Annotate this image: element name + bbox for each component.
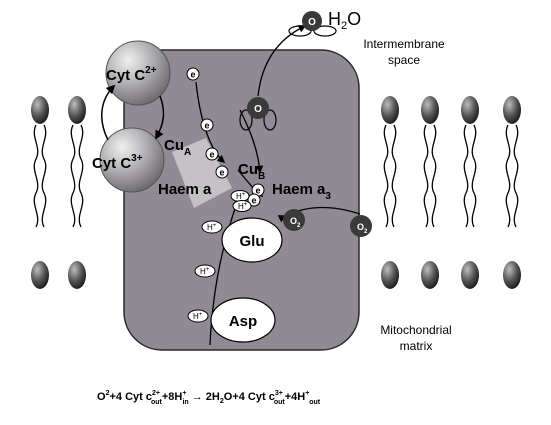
o2-molecule-inner: O2: [283, 209, 305, 231]
svg-text:e: e: [204, 121, 209, 131]
glu-residue: [221, 217, 283, 263]
proton-3: H+: [201, 220, 223, 234]
svg-text:H+: H+: [207, 223, 217, 232]
water-label: H2O: [328, 9, 361, 32]
svg-text:e: e: [209, 150, 214, 160]
svg-text:O2: O2: [357, 222, 368, 235]
cyt-c-reduced-label: Cyt C2+: [106, 65, 157, 84]
intermembrane-space-label-line2: space: [388, 53, 420, 67]
svg-text:e: e: [219, 168, 224, 178]
svg-text:e: e: [255, 186, 260, 196]
proton-4: H+: [194, 264, 216, 278]
asp-label: Asp: [229, 313, 257, 330]
haem-a3-label: Haem a3: [272, 181, 331, 202]
o2-molecule-outer: O2: [350, 215, 372, 237]
intermembrane-space-label-line1: Intermembrane: [363, 37, 445, 51]
haem-a-label: Haem a: [158, 181, 212, 198]
svg-text:H+: H+: [238, 202, 248, 211]
o2-outer-label: O: [357, 222, 364, 232]
asp-residue: [210, 297, 276, 343]
bound-oxygen-label: O: [254, 104, 262, 115]
electron-path-arrow-3: [239, 109, 264, 174]
cyt-c-oxidized-circle: [99, 127, 165, 193]
electron-6: e: [247, 193, 261, 207]
cyt-c-cycle-arrow-right: [155, 95, 165, 140]
proton-1: H+: [230, 190, 250, 202]
cyt-c-reduced-circle: [105, 40, 171, 106]
cu-a-label: CuA: [164, 137, 191, 158]
svg-text:e: e: [190, 70, 195, 80]
o2-outer-sub: 2: [364, 229, 368, 235]
electron-path-arrow: [195, 81, 226, 164]
glu-label: Glu: [240, 233, 265, 250]
bound-oxygen-molecule: O: [239, 97, 277, 131]
o2-inner-sub: 2: [297, 223, 301, 229]
svg-text:O2: O2: [290, 216, 301, 229]
water-molecule: O: [288, 11, 337, 37]
svg-text:H+: H+: [193, 312, 203, 321]
electron-2: e: [200, 118, 214, 132]
water-release-arrow: [257, 25, 307, 97]
cyt-c-oxidized-label: Cyt C3+: [92, 153, 143, 172]
svg-text:H+: H+: [236, 192, 246, 201]
proton-pathway-line: [209, 198, 240, 346]
membrane-lipids-left: [31, 96, 86, 289]
proton-5: H+: [187, 309, 209, 323]
membrane-lipids-right: [381, 96, 521, 289]
mitochondrial-matrix-label-line2: matrix: [400, 339, 433, 353]
electron-4: e: [215, 165, 229, 179]
mitochondrial-matrix-label-line1: Mitochondrial: [380, 323, 451, 337]
cyt-c-cycle-arrow-left: [101, 84, 116, 141]
proton-2: H+: [232, 200, 252, 212]
electron-1: e: [186, 67, 200, 81]
overall-reaction-equation: O2+4 Cyt c2+out+8H+in → 2H2O+4 Cyt c3+ou…: [97, 390, 321, 406]
cu-a-patch: [172, 138, 232, 208]
svg-text:H+: H+: [200, 267, 210, 276]
water-oxygen-label: O: [308, 17, 316, 28]
o2-inner-label: O: [290, 216, 297, 226]
svg-text:e: e: [251, 196, 256, 206]
electron-3: e: [205, 147, 219, 161]
cu-b-label: CuB: [238, 161, 265, 182]
